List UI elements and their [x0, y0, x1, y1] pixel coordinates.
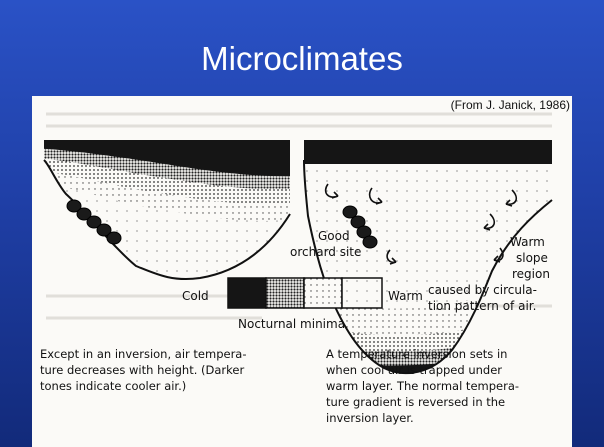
left-caption-line: Except in an inversion, air tempera- — [40, 347, 247, 361]
right-caption: A temperature inversion sets in when coo… — [326, 347, 519, 425]
warm-slope-line1: Warm — [510, 235, 545, 249]
legend-cold-label: Cold — [182, 289, 209, 303]
warm-slope-line3: region — [512, 267, 550, 281]
right-caption-line: warm layer. The normal tempera- — [326, 379, 519, 393]
circulation-line1: caused by circula- — [428, 283, 537, 297]
left-caption: Except in an inversion, air tempera- tur… — [40, 347, 247, 393]
left-valley-panel — [32, 136, 302, 296]
circulation-line2: tion pattern of air. — [428, 299, 536, 313]
orchard-label-line1: Good — [318, 229, 350, 243]
right-caption-line: when cool air is trapped under — [326, 363, 502, 377]
orchard-label-line2: orchard site — [290, 245, 361, 259]
inversion-diagram-figure: (From J. Janick, 1986) — [32, 96, 572, 447]
diagram-svg: Cold Warm Nocturnal minima Good orchard … — [32, 96, 572, 447]
slide-title: Microclimates — [0, 40, 604, 78]
legend-swatch — [228, 278, 382, 308]
warm-slope-line2: slope — [516, 251, 548, 265]
right-caption-line: ture gradient is reversed in the — [326, 395, 505, 409]
left-caption-line: ture decreases with height. (Darker — [40, 363, 244, 377]
left-caption-line: tones indicate cooler air.) — [40, 379, 186, 393]
right-caption-line: inversion layer. — [326, 411, 414, 425]
legend-caption: Nocturnal minima — [238, 317, 345, 331]
right-caption-line: A temperature inversion sets in — [326, 347, 507, 361]
legend-warm-label: Warm — [388, 289, 423, 303]
